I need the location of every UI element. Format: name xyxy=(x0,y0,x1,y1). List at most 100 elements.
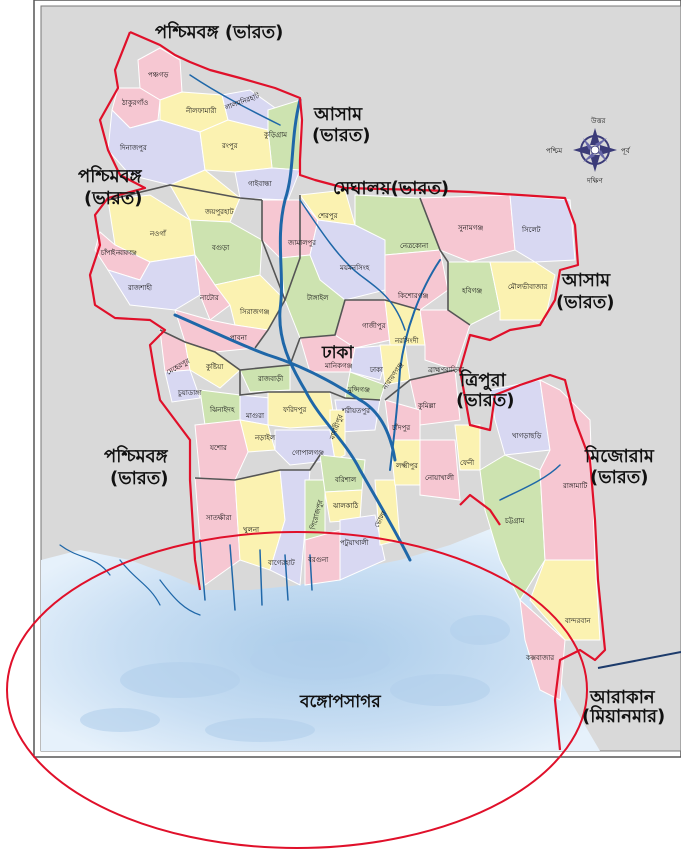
label-bagerhat: বাগেরহাট xyxy=(267,558,295,567)
sundarbans-channels xyxy=(199,539,313,611)
label-chuadanga: চুয়াডাঙ্গা xyxy=(177,389,203,397)
label-rajbari: রাজবাড়ী xyxy=(257,374,284,383)
label-jessore: যশোর xyxy=(209,444,227,452)
label-munshiganj: মুন্সিগঞ্জ xyxy=(347,386,370,394)
myanmar-border xyxy=(597,651,681,669)
district-chuadanga-shape xyxy=(164,369,201,403)
label-kushtia: কুষ্টিয়া xyxy=(205,363,224,371)
label-rangamati: রাঙ্গামাটি xyxy=(562,481,587,490)
label-dhaka-district: ঢাকা xyxy=(369,366,384,374)
district-kishoreganj-shape xyxy=(384,249,449,311)
compass-north-point xyxy=(590,128,600,145)
label-gaibandha: গাইবান্ধা xyxy=(248,180,273,188)
label-west-bengal-mid-2: (ভারত) xyxy=(84,188,143,209)
label-gopalganj: গোপালগঞ্জ xyxy=(292,449,324,457)
label-sirajganj: সিরাজগঞ্জ xyxy=(239,308,269,316)
meghna-river xyxy=(389,259,441,471)
label-assam-top-1: আসাম xyxy=(313,104,363,125)
compass-west-point xyxy=(573,145,590,155)
label-faridpur: ফরিদপুর xyxy=(282,406,306,414)
district-patuakhali-shape xyxy=(339,514,386,581)
division-borders xyxy=(107,184,471,481)
label-jamalpur: জামালপুর xyxy=(287,239,316,247)
label-khagrachari: খাগড়াছড়ি xyxy=(512,432,542,440)
label-rangpur: রংপুর xyxy=(221,142,238,150)
compass-east-point xyxy=(600,145,617,155)
label-comilla: কুমিল্লা xyxy=(417,402,437,410)
label-thakurgaon: ঠাকুরগাঁও xyxy=(121,98,148,107)
label-patuakhali: পটুয়াখালী xyxy=(340,538,370,547)
label-chapai: চাঁপাই নবাবগঞ্জ xyxy=(100,248,137,257)
label-sherpur: শেরপুর xyxy=(318,212,338,220)
label-mizoram-2: (ভারত) xyxy=(590,467,649,488)
label-tripura-1: ত্রিপুরা xyxy=(459,369,506,391)
label-brahmanbaria: ব্রাহ্মণবাড়িয়া xyxy=(427,366,465,374)
label-barishal: বরিশাল xyxy=(334,476,357,484)
label-manikganj: মানিকগঞ্জ xyxy=(324,362,353,370)
region-labels: পশ্চিমবঙ্গ (ভারত) পশ্চিমবঙ্গ (ভারত) পশ্চ… xyxy=(78,21,665,727)
district-sylhet-shape xyxy=(509,194,576,263)
label-jhalokati: ঝালকাঠি xyxy=(332,501,358,510)
label-barguna: বরগুনা xyxy=(307,556,329,564)
label-tangail: টাঙ্গাইল xyxy=(306,293,329,302)
label-dinajpur: দিনাজপুর xyxy=(119,144,147,152)
label-panchagarh: পঞ্চগড় xyxy=(148,71,169,79)
districts-layer xyxy=(94,47,601,701)
compass-rose: উত্তর দক্ষিণ পূর্ব পশ্চিম xyxy=(546,116,631,185)
padma-river xyxy=(173,313,397,462)
label-narail: নড়াইল xyxy=(254,434,276,442)
district-dhaka-shape xyxy=(349,344,391,381)
district-coxsbazar-shape xyxy=(519,598,566,701)
label-coxsbazar: কক্সবাজার xyxy=(525,654,554,662)
label-jhenaidah: ঝিনাইদহ xyxy=(209,406,235,414)
label-capital-dhaka: ঢাকা xyxy=(321,343,354,363)
compass-south-label: দক্ষিণ xyxy=(586,177,603,185)
district-natore-shape xyxy=(194,254,231,321)
label-arakan-1: আরাকান xyxy=(589,687,656,708)
label-mizoram-1: মিজোরাম xyxy=(584,445,655,467)
district-noakhali-shape xyxy=(419,439,461,501)
compass-north-label: উত্তর xyxy=(590,116,605,125)
label-mymensingh: ময়মনসিংহ xyxy=(339,264,370,272)
label-assam-top-2: (ভারত) xyxy=(312,125,371,146)
label-kishoreganj: কিশোরগঞ্জ xyxy=(397,292,428,300)
label-assam-right-1: আসাম xyxy=(561,270,611,291)
district-barishal-shape xyxy=(319,454,366,493)
label-meghalaya: মেঘালয়(ভারত) xyxy=(333,178,449,199)
label-magura: মাগুরা xyxy=(245,412,265,420)
label-assam-right-2: (ভারত) xyxy=(556,292,615,313)
district-moulvibazar-shape xyxy=(489,261,556,321)
label-rajshahi: রাজশাহী xyxy=(127,283,153,292)
label-moulvibazar: মৌলভীবাজার xyxy=(508,282,547,291)
compass-south-point xyxy=(590,155,600,172)
label-bogura: বগুড়া xyxy=(211,244,230,252)
label-khulna: খুলনা xyxy=(243,526,260,534)
label-feni: ফেনী xyxy=(460,458,475,467)
label-noakhali: নোয়াখালী xyxy=(425,473,455,482)
label-sylhet: সিলেট xyxy=(521,225,541,234)
label-bay-of-bengal: বঙ্গোপসাগর xyxy=(299,692,381,712)
label-chandpur: চাঁদপুর xyxy=(391,423,410,432)
label-naogaon: নওগাঁ xyxy=(149,229,167,238)
label-netrokona: নেত্রকোনা xyxy=(400,242,429,250)
karnaphuli-river xyxy=(499,464,561,501)
compass-east-label: পূর্ব xyxy=(621,147,631,155)
district-jessore-shape xyxy=(194,419,249,481)
district-gaibandha-shape xyxy=(234,167,301,201)
district-chattogram-shape xyxy=(479,454,546,602)
label-lakshmipur: লক্ষ্মীপুর xyxy=(395,461,418,470)
label-chattogram: চট্টগ্রাম xyxy=(504,517,524,525)
district-joypurhat-shape xyxy=(169,169,241,223)
label-kurigram: কুড়িগ্রাম xyxy=(263,131,287,139)
label-shariatpur: শরীয়তপুর xyxy=(341,406,370,415)
brahmaputra-old-river xyxy=(299,199,406,331)
district-bandarban-shape xyxy=(529,559,601,641)
label-natore: নাটোর xyxy=(199,293,219,302)
rivers-layer xyxy=(59,74,561,616)
label-arakan-2: (মিয়ানমার) xyxy=(582,705,665,727)
national-border xyxy=(88,30,607,751)
label-satkhira: সাতক্ষীরা xyxy=(205,513,232,522)
label-west-bengal-low-1: পশ্চিমবঙ্গ xyxy=(104,445,169,467)
label-sunamganj: সুনামগঞ্জ xyxy=(457,224,483,232)
